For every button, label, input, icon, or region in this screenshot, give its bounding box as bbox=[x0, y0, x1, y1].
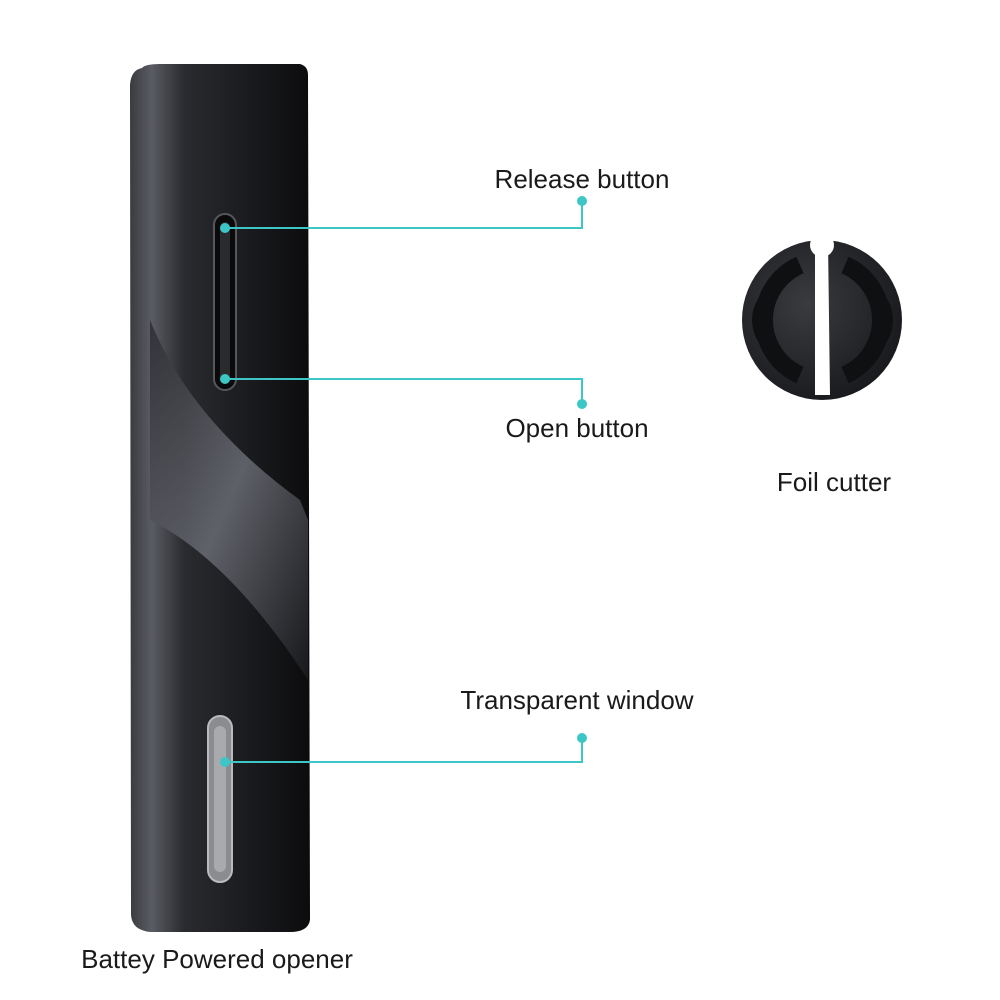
release-dot bbox=[220, 223, 230, 233]
product-label: Battey Powered opener bbox=[81, 944, 353, 974]
release-callout-line bbox=[225, 201, 583, 229]
release-button-label: Release button bbox=[494, 164, 670, 194]
open-label-dot bbox=[577, 399, 587, 409]
swirl-highlight bbox=[150, 320, 308, 680]
open-callout-line bbox=[225, 378, 583, 404]
foil-cutter-label: Foil cutter bbox=[776, 467, 892, 497]
window-callout-line bbox=[225, 738, 583, 763]
window-dot bbox=[220, 757, 230, 767]
transparent-window-label: Transparent window bbox=[460, 685, 694, 715]
open-dot bbox=[220, 374, 230, 384]
open-button-label: Open button bbox=[505, 413, 649, 443]
foil-cutter bbox=[742, 233, 902, 400]
wine-opener-body bbox=[130, 64, 310, 932]
window-label-dot bbox=[577, 733, 587, 743]
release-label-dot bbox=[577, 196, 587, 206]
